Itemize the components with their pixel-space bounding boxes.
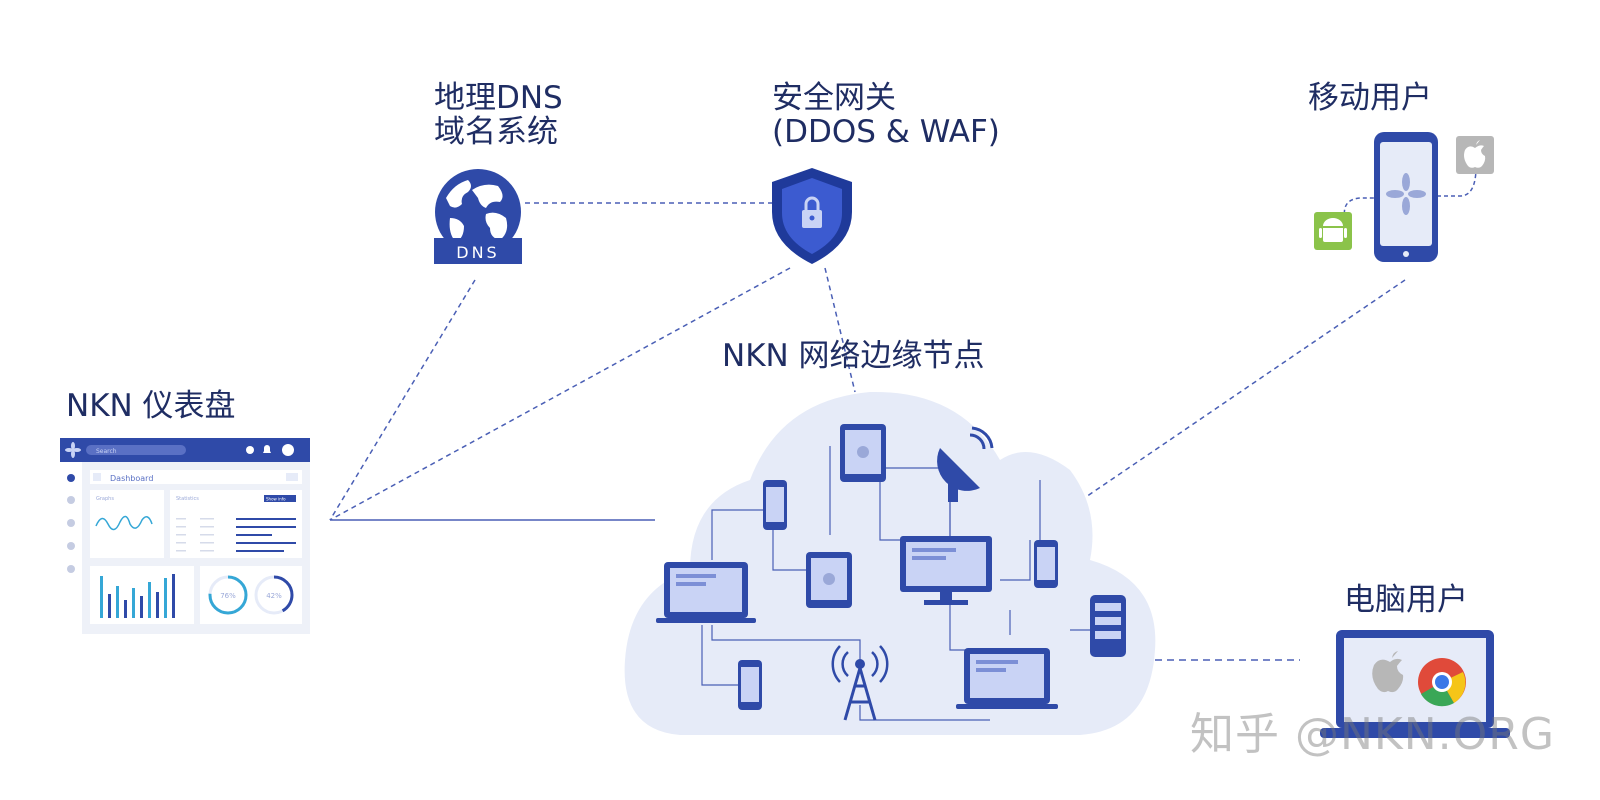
phone-node-icon-3 [738,660,762,710]
show-info-label: Show info [266,497,286,502]
pc-users-title: 电脑用户 [1344,582,1468,618]
dashboard-search-placeholder: Search [96,448,117,455]
gauge-card [200,566,302,624]
dashboard-mockup: Search Dashboard Graphs Statistics Show … [60,438,310,634]
avatar[interactable] [282,444,294,456]
bell-icon[interactable] [263,445,271,453]
gauge-42-label: 42% [266,592,282,600]
graphs-card-title: Graphs [96,496,114,502]
dashboard-logo-icon [65,442,81,458]
gauge-42-arc [254,575,294,615]
watermark: 知乎 @NKN.ORG [1190,709,1555,760]
statistics-card-title: Statistics [176,496,199,502]
tablet-node-icon-2 [806,552,852,608]
phone-node-icon [763,480,787,530]
dns-badge-text: DNS [456,243,499,262]
mobile-users-title: 移动用户 [1308,80,1432,116]
cell-tower-icon [831,645,889,721]
tablet-node-icon [840,424,886,482]
chrome-icon [1418,658,1466,707]
mobile-cloud-link [1054,279,1406,519]
dns-title-line2: 域名系统 [434,114,558,150]
gateway-cloud-link [824,267,856,393]
desktop-monitor-icon [900,536,992,605]
gear-icon[interactable] [246,446,254,454]
sidebar-chart-icon[interactable] [67,474,75,482]
mini-bar-chart [100,574,175,618]
server-icon [1090,595,1126,657]
dns-dashboard-link [329,279,476,521]
dashboard-search-input[interactable] [86,445,186,455]
show-info-button[interactable] [264,495,296,502]
sidebar-user-icon[interactable] [67,519,75,527]
edge-network-cloud [624,391,1156,735]
gateway-dashboard-link [329,267,791,521]
shield-lock-icon [772,168,852,264]
phone-node-icon-2 [1034,540,1058,588]
sidebar-settings-icon[interactable] [67,565,75,573]
apple-badge-icon [1456,136,1494,174]
gateway-title-line1: 安全网关 [772,80,896,116]
dashboard-title: NKN 仪表盘 [66,388,236,424]
apple-logo-icon [1372,651,1404,693]
edge-nodes-title: NKN 网络边缘节点 [722,338,985,374]
phone-icon [1374,132,1438,262]
gateway-title-line2: (DDOS & WAF) [772,114,1000,150]
sidebar-grid-icon[interactable] [67,496,75,504]
gauge-76-arc [208,575,248,615]
pc-user-laptop-icon [1320,630,1510,738]
gauge-76-label: 76% [220,592,236,600]
dns-globe-icon: DNS [434,169,522,264]
dashboard-page-title: Dashboard [110,474,153,483]
mobile-users-group [1314,132,1494,262]
sidebar-folder-icon[interactable] [67,542,75,550]
satellite-dish-icon [937,426,994,502]
more-button[interactable] [286,473,298,481]
back-button[interactable] [93,473,101,481]
laptop-icon-2 [956,648,1058,709]
android-badge-icon [1314,212,1352,250]
dns-title-line1: 地理DNS [434,80,563,116]
laptop-icon [656,562,756,623]
